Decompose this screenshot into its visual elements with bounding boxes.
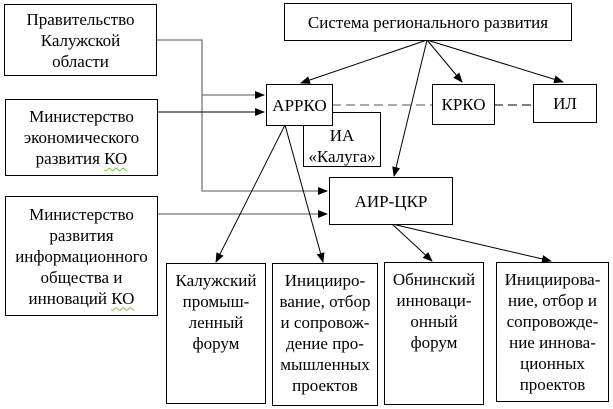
edge-system-arrko [300,39,428,84]
node-init-industrial: Иницииро- вание, отбор и сопровож- дение… [272,263,378,406]
edge-system-il [426,39,564,84]
node-init-innovation: Инициирова- ние, отбор и сопровожде- ние… [496,262,609,402]
edge-system-krko [426,39,463,83]
node-forum-kaluga-label: Калужский промыш- ленный форум [175,271,257,353]
node-krko-label: КРКО [441,95,486,114]
edge-arrko-init-industrial [284,124,325,263]
node-air: АИР-ЦКР [329,177,453,225]
edge-arrko-forum-kaluga [215,124,286,263]
node-ia-label: ИА «Калуга» [308,125,376,166]
node-forum-kaluga: Калужский промыш- ленный форум [166,263,266,404]
node-il: ИЛ [533,84,597,123]
edge-air-forum-obninsk [391,223,433,262]
node-krko: КРКО [432,84,495,125]
node-forum-obninsk: Обнинский инноваци- онный форум [384,262,484,405]
edge-gov-air [201,95,328,195]
edge-air-init-innovation [391,223,552,263]
edge-system-air [392,39,428,177]
node-mininfo-label: Министерство развития информационного об… [15,204,148,308]
node-il-label: ИЛ [553,94,577,113]
node-mininfo: Министерство развития информационного об… [5,196,158,316]
node-minecon: Министерство экономического развития КО [5,99,158,176]
node-air-label: АИР-ЦКР [354,191,428,211]
node-system-label: Система регионального развития [307,12,549,32]
node-arrko: АРРКО [266,84,333,126]
node-init-industrial-label: Иницииро- вание, отбор и сопровож- дение… [279,271,371,395]
node-system: Система регионального развития [284,3,572,41]
node-minecon-label: Министерство экономического развития КО [23,107,140,168]
edge-gov-arrko [157,39,265,99]
node-gov: Правительство Калужской области [4,4,157,76]
node-arrko-label: АРРКО [272,95,327,115]
node-gov-label: Правительство Калужской области [26,9,135,71]
node-init-innovation-label: Инициирова- ние, отбор и сопровожде- ние… [504,270,601,394]
node-forum-obninsk-label: Обнинский инноваци- онный форум [392,270,476,352]
